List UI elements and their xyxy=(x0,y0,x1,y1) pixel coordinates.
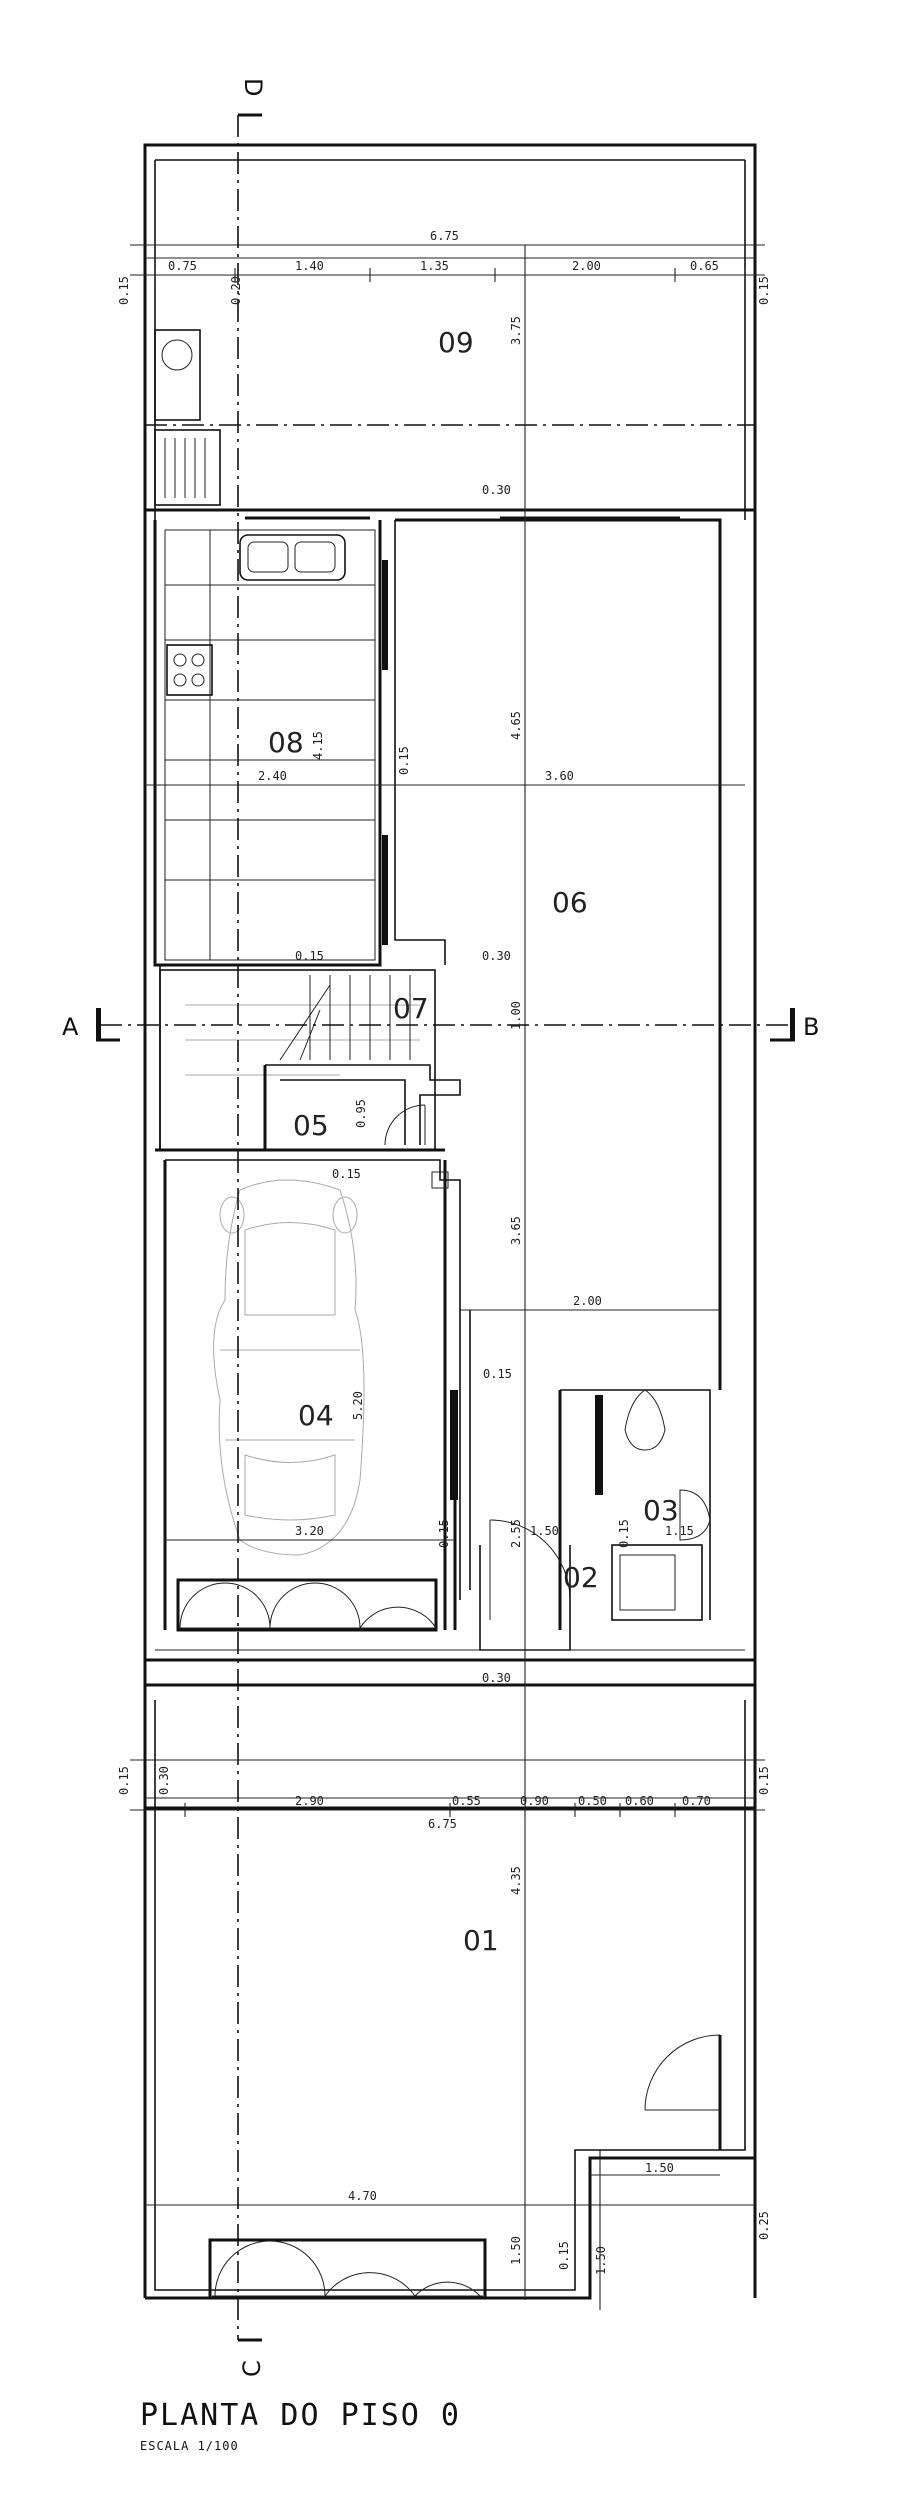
stair-area xyxy=(155,965,461,1152)
room-05-label: 05 xyxy=(293,1109,329,1142)
dim-bot-right-0-15: 0.15 xyxy=(757,1766,771,1795)
dimension-labels: 6.75 0.75 1.40 1.35 2.00 0.65 0.15 0.15 … xyxy=(117,229,771,2275)
front-yard-area xyxy=(145,1759,755,2300)
dim-stair-0-15: 0.15 xyxy=(295,949,324,963)
dim-mid-3-60: 3.60 xyxy=(545,769,574,783)
dim-garage-3-65: 3.65 xyxy=(509,1216,523,1245)
washbasin-wc-icon xyxy=(679,1489,711,1541)
dim-bot-0-30: 0.30 xyxy=(157,1766,171,1795)
dim-garage-0-15-c: 0.15 xyxy=(437,1519,451,1548)
dim-front-0-15: 0.15 xyxy=(557,2241,571,2270)
dim-garage-3-20: 3.20 xyxy=(295,1524,324,1538)
dim-entry-0-15: 0.15 xyxy=(617,1519,631,1548)
room-09-label: 09 xyxy=(438,326,474,359)
room-08-label: 08 xyxy=(268,726,304,759)
dimension-lines xyxy=(130,244,765,2310)
plan-title: PLANTA DO PISO 0 xyxy=(140,2398,461,2433)
section-a-label: A xyxy=(62,1013,79,1041)
dim-garage-5-20: 5.20 xyxy=(351,1391,365,1420)
car-icon xyxy=(213,1179,365,1556)
dim-mid-0-15-a: 0.15 xyxy=(397,746,411,775)
shower-tray-icon xyxy=(611,1544,703,1621)
dim-top-total: 6.75 xyxy=(430,229,459,243)
dim-entry-2-55: 2.55 xyxy=(509,1519,523,1548)
room-03-label: 03 xyxy=(643,1494,679,1527)
dim-top-1-35: 1.35 xyxy=(420,259,449,273)
dim-entry-1-15: 1.15 xyxy=(665,1524,694,1538)
dim-top-0-75: 0.75 xyxy=(168,259,197,273)
section-d-label: D xyxy=(239,78,267,96)
dim-front-1-50-b: 1.50 xyxy=(594,2246,608,2275)
kitchen-area xyxy=(153,520,446,967)
dim-front-4-70: 4.70 xyxy=(348,2189,377,2203)
water-heater-icon xyxy=(154,329,201,421)
dim-stair-0-30: 0.30 xyxy=(482,949,511,963)
dim-bot-0-90: 0.90 xyxy=(520,1794,549,1808)
dim-top-0-65: 0.65 xyxy=(690,259,719,273)
room-04-label: 04 xyxy=(298,1399,334,1432)
dim-entry-1-50: 1.50 xyxy=(530,1524,559,1538)
dim-mid-4-65: 4.65 xyxy=(509,711,523,740)
dim-lower-0-30: 0.30 xyxy=(482,1671,511,1685)
washbasin-icon xyxy=(154,429,221,506)
dim-front-4-35: 4.35 xyxy=(509,1866,523,1895)
room-02-label: 02 xyxy=(563,1561,599,1594)
dim-front-1-50-c: 1.50 xyxy=(645,2161,674,2175)
room-01-label: 01 xyxy=(463,1924,499,1957)
toilet-icon xyxy=(624,1389,666,1451)
garage-area xyxy=(163,1159,461,1632)
dim-garage-0-15: 0.15 xyxy=(332,1167,361,1181)
dim-bot-0-55: 0.55 xyxy=(452,1794,481,1808)
dim-top-left-0-15: 0.15 xyxy=(117,276,131,305)
plan-scale: ESCALA 1/100 xyxy=(140,2439,239,2453)
dim-bot-0-70: 0.70 xyxy=(682,1794,711,1808)
dim-garage-0-15-b: 0.15 xyxy=(483,1367,512,1381)
dim-bot-0-50: 0.50 xyxy=(578,1794,607,1808)
dim-bot-total: 6.75 xyxy=(428,1817,457,1831)
dim-top-1-40: 1.40 xyxy=(295,259,324,273)
sink-icon xyxy=(239,534,346,581)
section-b-label: B xyxy=(803,1013,819,1041)
dim-front-0-25: 0.25 xyxy=(757,2211,771,2240)
backyard-area xyxy=(145,257,755,520)
section-c-label: C xyxy=(238,2360,266,2377)
dim-stair-0-95: 0.95 xyxy=(354,1099,368,1128)
dim-bot-2-90: 2.90 xyxy=(295,1794,324,1808)
room-06-label: 06 xyxy=(552,886,588,919)
dim-upper-0-30: 0.30 xyxy=(482,483,511,497)
dim-front-1-50-a: 1.50 xyxy=(509,2236,523,2265)
tank-circle-icon xyxy=(161,339,193,371)
dim-garage-2-00: 2.00 xyxy=(573,1294,602,1308)
dim-stair-1-00: 1.00 xyxy=(509,1001,523,1030)
stove-icon xyxy=(166,644,213,696)
room-07-label: 07 xyxy=(393,992,429,1025)
dim-mid-2-40: 2.40 xyxy=(258,769,287,783)
dim-top-right-0-15: 0.15 xyxy=(757,276,771,305)
entry-and-wc-area xyxy=(145,1389,755,1662)
dim-mid-4-15: 4.15 xyxy=(311,731,325,760)
exterior-walls xyxy=(143,143,757,2300)
section-lines xyxy=(96,113,795,2342)
dim-bot-left-0-15: 0.15 xyxy=(117,1766,131,1795)
dim-top-3-75: 3.75 xyxy=(509,316,523,345)
dim-top-2-00: 2.00 xyxy=(572,259,601,273)
dim-bot-0-60: 0.60 xyxy=(625,1794,654,1808)
dim-top-0-20: 0.20 xyxy=(229,276,243,305)
